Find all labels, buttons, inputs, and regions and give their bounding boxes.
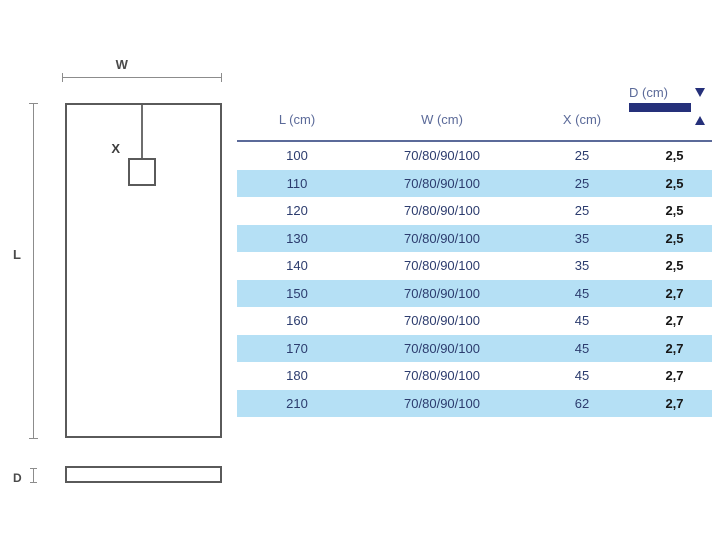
cell-length: 110	[286, 175, 308, 191]
table-row: 170 70/80/90/100 45 2,7	[237, 334, 712, 362]
depth-dimension-tick-top	[30, 468, 37, 469]
cell-width: 70/80/90/100	[404, 340, 480, 356]
cell-length: 180	[286, 368, 308, 383]
dimensions-table: L (cm) W (cm) X (cm) D (cm) 100 70/80/90/…	[237, 85, 712, 417]
table-row: 160 70/80/90/100 45 2,7	[237, 307, 712, 335]
width-dimension-tick-right	[221, 73, 222, 82]
cell-drain-offset: 45	[574, 368, 590, 383]
width-dimension-label: W	[115, 57, 129, 72]
cell-drain-offset: 35	[574, 230, 590, 246]
drain-offset-label: X	[111, 141, 120, 156]
cell-drain-offset: 62	[574, 395, 590, 411]
table-row: 140 70/80/90/100 35 2,5	[237, 252, 712, 280]
cell-length: 160	[286, 313, 308, 328]
cell-length: 100	[286, 148, 308, 163]
cell-width: 70/80/90/100	[404, 313, 480, 328]
cell-width: 70/80/90/100	[404, 175, 480, 191]
arrow-down-icon	[695, 88, 705, 97]
table-row: 100 70/80/90/100 25 2,5	[237, 142, 712, 170]
cell-width: 70/80/90/100	[404, 203, 480, 218]
cell-depth: 2,5	[665, 258, 684, 273]
cell-length: 140	[286, 258, 308, 273]
table-row: 130 70/80/90/100 35 2,5	[237, 224, 712, 252]
cell-width: 70/80/90/100	[404, 148, 480, 163]
cell-length: 210	[286, 395, 308, 411]
cell-depth: 2,7	[665, 395, 684, 411]
cell-length: 150	[286, 285, 308, 301]
table-row: 120 70/80/90/100 25 2,5	[237, 197, 712, 225]
header-divider	[237, 140, 712, 142]
table-row: 180 70/80/90/100 45 2,7	[237, 362, 712, 390]
depth-thickness-bar	[629, 103, 691, 112]
depth-dimension-line	[33, 468, 34, 482]
cell-length: 130	[286, 230, 308, 246]
arrow-up-icon	[695, 116, 705, 125]
cell-width: 70/80/90/100	[404, 258, 480, 273]
column-header-depth-group: D (cm)	[629, 85, 712, 133]
depth-dimension-tick-bottom	[30, 482, 37, 483]
width-dimension-tick-left	[62, 73, 63, 82]
cell-width: 70/80/90/100	[404, 368, 480, 383]
length-dimension-line	[33, 103, 34, 438]
cell-depth: 2,7	[665, 368, 684, 383]
cell-depth: 2,7	[665, 340, 684, 356]
cell-drain-offset: 45	[574, 340, 590, 356]
column-header-length: L (cm)	[278, 112, 316, 127]
cell-drain-offset: 25	[574, 203, 590, 218]
cell-width: 70/80/90/100	[404, 285, 480, 301]
cell-width: 70/80/90/100	[404, 395, 480, 411]
cell-width: 70/80/90/100	[404, 230, 480, 246]
tray-side-profile	[65, 466, 222, 483]
cell-drain-offset: 45	[574, 313, 590, 328]
length-dimension-tick-top	[29, 103, 38, 104]
cell-depth: 2,5	[665, 203, 684, 218]
table-row: 210 70/80/90/100 62 2,7	[237, 389, 712, 417]
length-dimension-label: L	[13, 247, 21, 262]
drain-square-icon	[128, 158, 156, 186]
cell-depth: 2,5	[665, 148, 684, 163]
cell-drain-offset: 25	[574, 175, 590, 191]
column-header-depth: D (cm)	[629, 85, 668, 100]
cell-depth: 2,5	[665, 230, 684, 246]
cell-drain-offset: 25	[574, 148, 590, 163]
table-header-row: L (cm) W (cm) X (cm) D (cm)	[237, 85, 712, 142]
column-header-drain-offset: X (cm)	[562, 112, 602, 127]
depth-dimension-label: D	[13, 471, 22, 485]
cell-length: 120	[286, 203, 308, 218]
column-header-width: W (cm)	[421, 112, 463, 127]
cell-depth: 2,7	[665, 313, 684, 328]
table-row: 150 70/80/90/100 45 2,7	[237, 279, 712, 307]
cell-drain-offset: 45	[574, 285, 590, 301]
cell-depth: 2,7	[665, 285, 684, 301]
shower-tray-outline	[65, 103, 222, 438]
table-row: 110 70/80/90/100 25 2,5	[237, 169, 712, 197]
technical-drawing: W L X D	[0, 0, 236, 540]
width-dimension-line	[62, 77, 222, 78]
drain-leader-line	[141, 105, 143, 172]
cell-length: 170	[286, 340, 308, 356]
cell-depth: 2,5	[665, 175, 684, 191]
table-body: 100 70/80/90/100 25 2,5 110 70/80/90/100 25 2,5…	[237, 142, 712, 417]
length-dimension-tick-bottom	[29, 438, 38, 439]
cell-drain-offset: 35	[574, 258, 590, 273]
